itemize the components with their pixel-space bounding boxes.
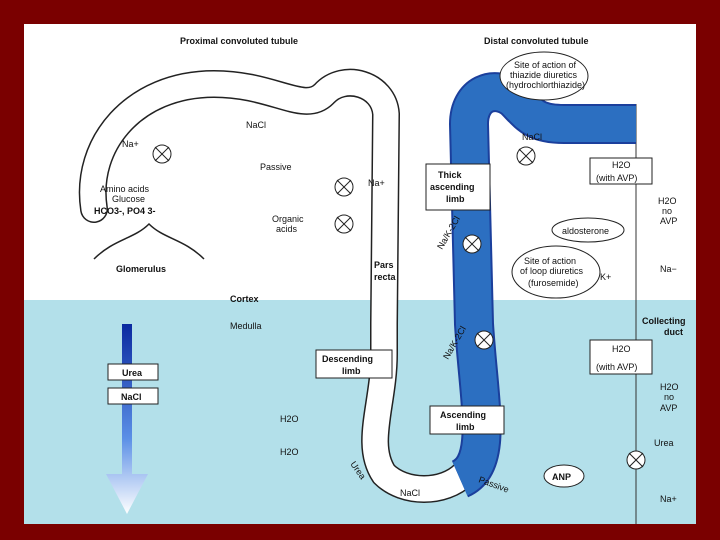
collecting-label-2: duct <box>664 327 683 337</box>
descending-label-1: Descending <box>322 354 373 364</box>
ascending-label-1: Ascending <box>440 410 486 420</box>
h2o-desc-1: H2O <box>280 414 299 424</box>
proximal-title: Proximal convoluted tubule <box>180 36 298 46</box>
h2o-noavp-2: H2O <box>660 382 679 392</box>
organic-label-2: acids <box>276 224 298 234</box>
pars-recta-label-2: recta <box>374 272 397 282</box>
thick-label-1: Thick <box>438 170 463 180</box>
thick-label-3: limb <box>446 194 465 204</box>
cortex-label: Cortex <box>230 294 259 304</box>
loop-label-2: of loop diuretics <box>520 266 584 276</box>
pct-na-label: Na+ <box>122 139 139 149</box>
no-1: no <box>662 206 672 216</box>
avp-1: AVP <box>660 216 677 226</box>
organic-label-1: Organic <box>272 214 304 224</box>
collecting-label-1: Collecting <box>642 316 686 326</box>
thick-label-2: ascending <box>430 182 475 192</box>
thiazide-label-2: thiazide diuretics <box>510 70 578 80</box>
anp-label: ANP <box>552 472 571 482</box>
loop-label-1: Site of action <box>524 256 576 266</box>
nacl-bottom-label: NaCl <box>400 488 420 498</box>
legend-nacl: NaCl <box>121 392 142 402</box>
medulla-label: Medulla <box>230 321 262 331</box>
h2o-avp-2: H2O <box>612 344 631 354</box>
thiazide-label-1: Site of action of <box>514 60 577 70</box>
no-2: no <box>664 392 674 402</box>
with-avp-1: (with AVP) <box>596 173 637 183</box>
h2o-noavp-1: H2O <box>658 196 677 206</box>
pct-nacl-label: NaCl <box>246 120 266 130</box>
with-avp-2: (with AVP) <box>596 362 637 372</box>
ascending-label-2: limb <box>456 422 475 432</box>
pars-recta-label-1: Pars <box>374 260 394 270</box>
gradient-arrow <box>106 324 148 514</box>
k-plus-label: K+ <box>600 272 611 282</box>
glomerulus-label: Glomerulus <box>116 264 166 274</box>
pct-amino-label: Amino acids <box>100 184 150 194</box>
descending-label-2: limb <box>342 366 361 376</box>
h2o-avp-1: H2O <box>612 160 631 170</box>
urea-right-label: Urea <box>654 438 674 448</box>
pct-glucose-label: Glucose <box>112 194 145 204</box>
distal-title: Distal convoluted tubule <box>484 36 589 46</box>
pct-hco3-label: HCO3-, PO4 3- <box>94 206 156 216</box>
na-minus-label: Na− <box>660 264 677 274</box>
aldosterone-label: aldosterone <box>562 226 609 236</box>
glomerulus-shape <box>93 222 205 260</box>
nacl-top-label: NaCl <box>522 132 542 142</box>
nephron-diagram: Glomerulus Proximal convoluted tubule Di… <box>24 36 696 524</box>
h2o-desc-2: H2O <box>280 447 299 457</box>
loop-label-3: (furosemide) <box>528 278 579 288</box>
pct-passive-label: Passive <box>260 162 292 172</box>
avp-2: AVP <box>660 403 677 413</box>
thiazide-label-3: (hydrochlorthiazide) <box>506 80 585 90</box>
pars-na-label: Na+ <box>368 178 385 188</box>
na-plus-right: Na+ <box>660 494 677 504</box>
legend-urea: Urea <box>122 368 143 378</box>
diagram-frame: Glomerulus Proximal convoluted tubule Di… <box>24 24 696 524</box>
